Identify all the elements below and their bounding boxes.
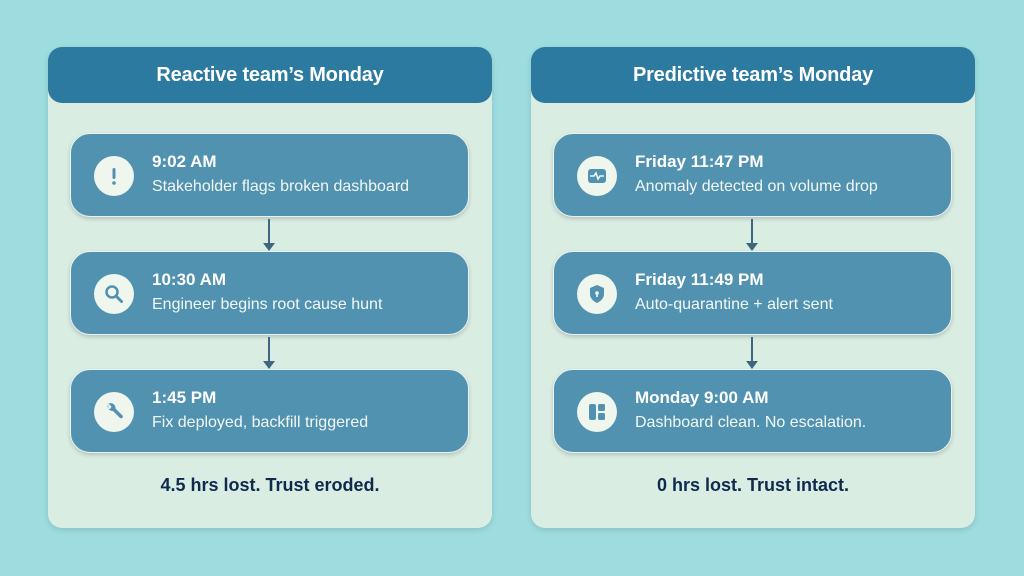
summary-text: 4.5 hrs lost. Trust eroded. [160, 475, 380, 495]
magnifier-icon [94, 274, 134, 314]
timeline-card: Monday 9:00 AM Dashboard clean. No escal… [553, 369, 952, 453]
event-description: Fix deployed, backfill triggered [152, 414, 369, 431]
exclamation-icon [94, 156, 134, 196]
event-description: Stakeholder flags broken dashboard [152, 178, 410, 195]
shield-lock-icon [577, 274, 617, 314]
event-time: Monday 9:00 AM [635, 388, 769, 407]
wrench-icon [94, 392, 134, 432]
arrow-down-icon [746, 219, 758, 251]
timeline-card: Friday 11:47 PM Anomaly detected on volu… [553, 133, 952, 217]
predictive-panel: Predictive team’s Monday Friday 11:47 PM… [531, 47, 975, 528]
dashboard-layout-icon [577, 392, 617, 432]
arrow-down-icon [746, 337, 758, 369]
monitor-pulse-icon [577, 156, 617, 196]
timeline-card: Friday 11:49 PM Auto-quarantine + alert … [553, 251, 952, 335]
arrow-down-icon [263, 219, 275, 251]
timeline-card: 10:30 AM Engineer begins root cause hunt [70, 251, 469, 335]
panel-title: Predictive team’s Monday [531, 47, 975, 103]
summary-text: 0 hrs lost. Trust intact. [656, 475, 850, 495]
timeline-card: 9:02 AM Stakeholder flags broken dashboa… [70, 133, 469, 217]
event-description: Dashboard clean. No escalation. [635, 414, 867, 431]
event-description: Auto-quarantine + alert sent [635, 296, 833, 313]
arrow-down-icon [263, 337, 275, 369]
event-time: Friday 11:49 PM [635, 270, 764, 289]
reactive-panel: Reactive team’s Monday 9:02 AM Stakehold… [48, 47, 492, 528]
event-time: 9:02 AM [152, 152, 217, 171]
event-description: Anomaly detected on volume drop [635, 178, 878, 195]
event-time: 1:45 PM [152, 388, 217, 407]
timeline-card: 1:45 PM Fix deployed, backfill triggered [70, 369, 469, 453]
event-time: 10:30 AM [152, 270, 227, 289]
event-time: Friday 11:47 PM [635, 152, 764, 171]
event-description: Engineer begins root cause hunt [152, 296, 383, 313]
panel-title: Reactive team’s Monday [48, 47, 492, 103]
